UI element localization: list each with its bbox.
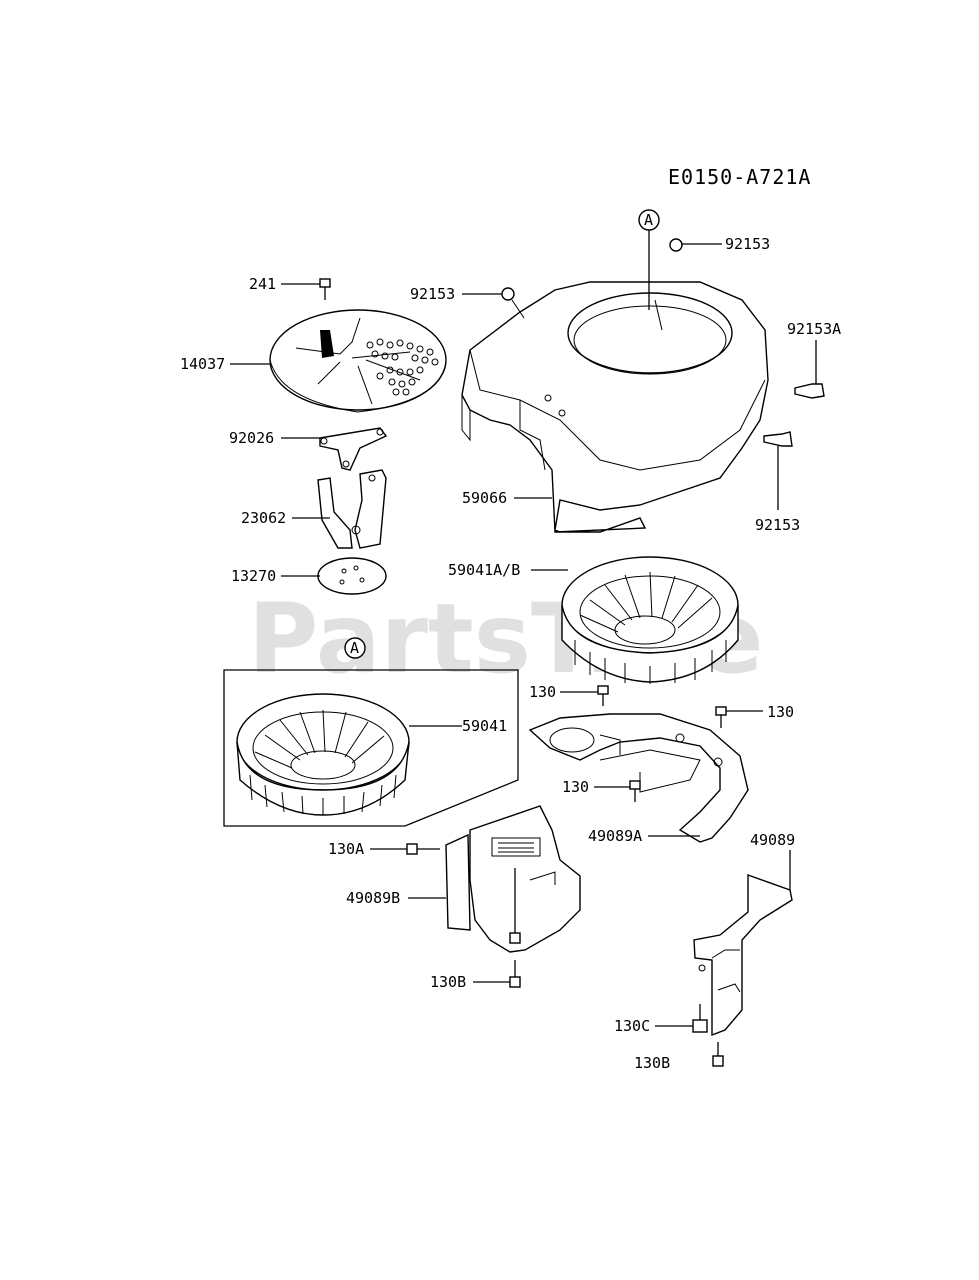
label-92153a: 92153A	[787, 320, 841, 338]
shield-49089[interactable]	[693, 874, 793, 1037]
label-59041: 59041	[462, 717, 507, 735]
bolt-130-c[interactable]	[629, 780, 641, 802]
label-59041ab: 59041A/B	[448, 561, 520, 579]
callout-marker-a: A	[344, 637, 366, 659]
bolt-92153-right[interactable]	[763, 431, 793, 447]
part-labels: 241 14037 92026 23062 13270 92153 92153 …	[180, 235, 841, 1072]
label-241: 241	[249, 275, 276, 293]
shield-49089b[interactable]	[445, 805, 581, 953]
bolt-130-a[interactable]	[597, 685, 609, 706]
label-23062: 23062	[241, 509, 286, 527]
bolt-92153a[interactable]	[794, 383, 825, 399]
label-92153-left: 92153	[410, 285, 455, 303]
label-14037: 14037	[180, 355, 225, 373]
bolt-92153-left[interactable]	[501, 287, 525, 319]
label-130-a: 130	[529, 683, 556, 701]
label-49089b: 49089B	[346, 889, 400, 907]
label-49089: 49089	[750, 831, 795, 849]
label-49089a: 49089A	[588, 827, 642, 845]
label-92153-top: 92153	[725, 235, 770, 253]
bolt-130a[interactable]	[406, 843, 440, 855]
diagram-code: E0150-A721A	[668, 165, 811, 189]
bracket-23062[interactable]	[317, 469, 387, 549]
fan-59041ab[interactable]	[561, 556, 739, 684]
label-130b-left: 130B	[430, 973, 466, 991]
bolt-130-b[interactable]	[715, 706, 727, 728]
plate-92026[interactable]	[319, 427, 388, 471]
label-130b-right: 130B	[634, 1054, 670, 1072]
label-130a: 130A	[328, 840, 364, 858]
label-92153-right: 92153	[755, 516, 800, 534]
leader-lines	[230, 243, 817, 1027]
label-13270: 13270	[231, 567, 276, 585]
callout-box-a	[223, 669, 519, 827]
bolt-130b-right[interactable]	[712, 1042, 724, 1067]
svg-text:A: A	[644, 211, 653, 229]
top-marker-a: A	[638, 209, 660, 310]
blower-housing[interactable]	[461, 281, 769, 533]
bolt-92153-top[interactable]	[669, 238, 683, 252]
svg-text:A: A	[350, 639, 359, 657]
bolt-130c[interactable]	[692, 1004, 708, 1033]
fan-59041[interactable]	[236, 693, 410, 816]
plate-13270[interactable]	[317, 557, 387, 595]
bolt-130b-left[interactable]	[509, 960, 521, 988]
label-92026: 92026	[229, 429, 274, 447]
label-130-c: 130	[562, 778, 589, 796]
label-130-b: 130	[767, 703, 794, 721]
rotating-screen[interactable]	[269, 309, 447, 413]
bolt-241[interactable]	[319, 278, 331, 300]
screen-mesh	[366, 338, 439, 396]
label-130c: 130C	[614, 1017, 650, 1035]
label-59066: 59066	[462, 489, 507, 507]
